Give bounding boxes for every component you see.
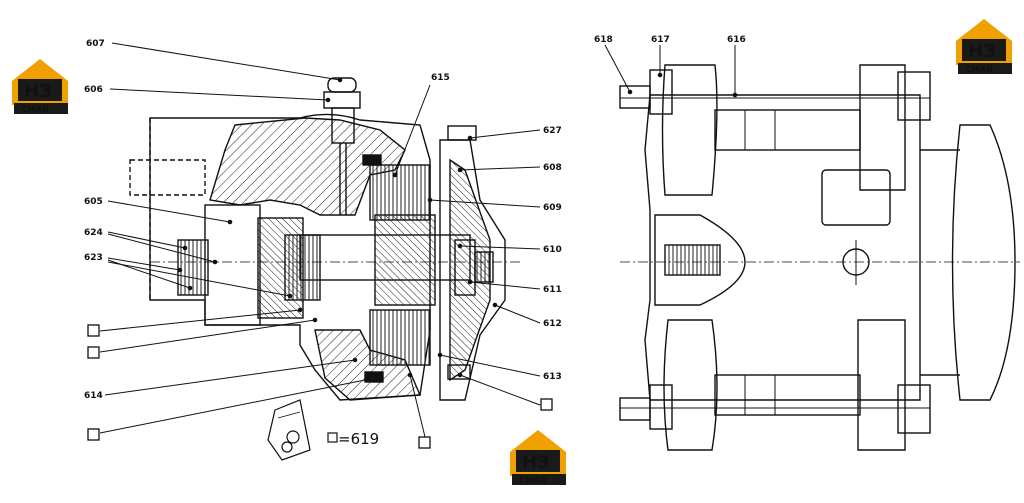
callout-box (87, 346, 100, 359)
callout-614: 614 (84, 391, 103, 401)
kit-tag-illustration (267, 399, 311, 461)
top-lug (661, 64, 718, 196)
callout-616: 616 (727, 35, 746, 45)
callout-box (87, 324, 100, 337)
leader-lines-left (99, 42, 541, 438)
bolt-head-top (897, 71, 931, 121)
hub-block (374, 214, 436, 306)
seal-ring (362, 154, 382, 166)
callout-627: 627 (543, 126, 562, 136)
bottom-lug-right (857, 319, 906, 451)
gear-ring (204, 204, 261, 326)
callout-617: 617 (651, 35, 670, 45)
callout-613: 613 (543, 372, 562, 382)
cross-section-view (129, 77, 520, 401)
bottom-lug (663, 319, 718, 451)
svg-text:НЗ: НЗ (522, 452, 550, 473)
shaft-thread (474, 251, 494, 283)
fastener-627 (447, 125, 477, 141)
cotter-618 (619, 85, 651, 109)
callout-box (87, 428, 100, 441)
logo-watermark-right: НЗ СНАБ (956, 19, 1012, 75)
nut-bottom (649, 384, 673, 430)
bleed-screw-body (331, 107, 355, 144)
empty-callout-boxes (87, 324, 553, 449)
brake-drum (951, 124, 1016, 401)
callout-612: 612 (543, 319, 562, 329)
svg-text:НЗ: НЗ (968, 41, 996, 62)
callout-608: 608 (543, 163, 562, 173)
leader-lines-right (604, 44, 738, 98)
legend-label: =619 (338, 430, 379, 448)
callout-610: 610 (543, 245, 562, 255)
callout-box (418, 436, 431, 449)
svg-text:СНАБ: СНАБ (965, 65, 993, 75)
spacer-upper (714, 109, 861, 151)
callout-611: 611 (543, 285, 562, 295)
piston-dome (654, 214, 746, 306)
callout-618: 618 (594, 35, 613, 45)
fastener-lower (447, 364, 471, 380)
svg-text:СНАБ: СНАБ (21, 105, 49, 115)
callout-606: 606 (84, 85, 103, 95)
drum-inner (920, 149, 960, 376)
callout-624: 624 (84, 228, 103, 238)
inspection-window (821, 169, 891, 226)
disc-pack-lower (369, 309, 431, 366)
callout-box (540, 398, 553, 411)
logo-watermark-left: НЗ СНАБ (12, 59, 68, 115)
svg-text:НЗ: НЗ (24, 81, 52, 102)
callout-607: 607 (86, 39, 105, 49)
callout-623: 623 (84, 253, 103, 263)
bolt-head-bottom (897, 384, 931, 434)
caliper-body (644, 94, 921, 401)
rear-cover (129, 118, 206, 300)
side-view (619, 64, 1020, 451)
logo-watermark-center: НЗ СНАБ (510, 430, 566, 486)
piston-bolt (664, 244, 721, 276)
casting-bottom (314, 329, 422, 401)
callout-605: 605 (84, 197, 103, 207)
callout-615: 615 (431, 73, 450, 83)
bearing-left (177, 239, 209, 296)
legend-box (327, 432, 338, 443)
end-cover (439, 139, 506, 401)
callout-609: 609 (543, 203, 562, 213)
disc-pack-upper (369, 164, 431, 221)
spacer-lower (714, 374, 861, 416)
svg-text:СНАБ: СНАБ (519, 476, 547, 486)
cotter-bottom (619, 397, 651, 421)
bearing-right (284, 234, 321, 301)
